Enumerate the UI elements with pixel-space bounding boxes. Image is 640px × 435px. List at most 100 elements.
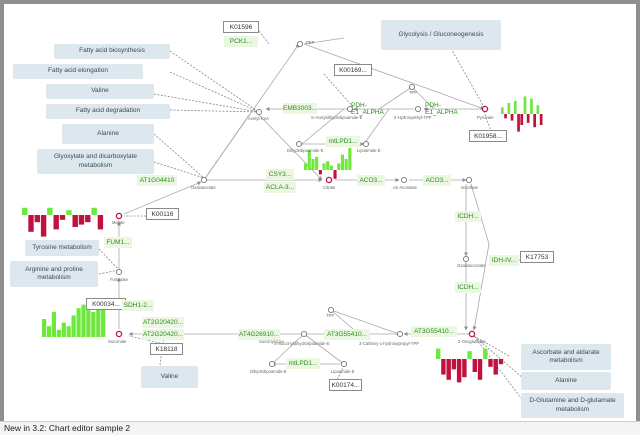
expression-bar (97, 215, 104, 230)
cpd-citrate-node[interactable] (325, 176, 333, 184)
gene-mtlpd1-top[interactable]: mtLPD1... (326, 136, 360, 147)
cpd-succinate-node[interactable] (115, 330, 123, 338)
compound-label-s-succinyl: S-Succinyldihydrolipoamide-E (274, 341, 330, 346)
gene-pdh-e1-alpha-b[interactable]: PDH-E1_ALPHA (425, 101, 458, 116)
cpd-lipoamide-top-node[interactable] (362, 140, 370, 148)
expression-bar (66, 210, 72, 215)
pathway-alanine-right[interactable]: Alanine (521, 372, 611, 390)
cpd-oxaloacetate-node[interactable] (200, 176, 208, 184)
gene-at2g20420-b[interactable]: AT2G20420... (142, 329, 184, 340)
expression-bar (47, 207, 53, 215)
expression-bar (51, 311, 56, 337)
gene-emb3003[interactable]: EMB3003... (283, 103, 317, 114)
gene-csy3[interactable]: CSY3... (266, 169, 294, 180)
expression-bar (520, 114, 524, 125)
expression-bar (71, 315, 76, 337)
compound-label-oxalosuccinate: Oxalosuccinate (457, 263, 486, 268)
expression-bar (507, 103, 511, 114)
gene-icdh-a[interactable]: ICDH... (455, 211, 481, 222)
ko-k00169[interactable]: K00169... (334, 64, 372, 76)
cpd-acetyl-coa-node[interactable] (255, 108, 263, 116)
compound-label-oxoglutarate: 2-Oxoglutarate (458, 339, 486, 344)
gene-fum1[interactable]: FUM1... (104, 237, 132, 248)
gene-at4g26910[interactable]: AT4G26910... (238, 329, 280, 340)
expression-bar (533, 114, 536, 128)
ko-k01596[interactable]: K01596 (223, 21, 259, 33)
gene-sdh1-2[interactable]: SDH1-2... (122, 300, 154, 311)
gene-at1g04410[interactable]: AT1G04410 (137, 175, 177, 186)
expression-bar (311, 159, 315, 170)
cpd-oxalosuccinate-node[interactable] (462, 255, 470, 263)
pathway-arginine[interactable]: Arginine and proline metabolism (10, 261, 98, 287)
pathway-fa-elongation[interactable]: Fatty acid elongation (13, 64, 143, 79)
caption-text: New in 3.2: Chart editor sample 2 (4, 423, 131, 433)
expression-bar (501, 107, 504, 114)
expression-bar (101, 304, 106, 337)
pathway-glycolysis[interactable]: Glycolysis / Gluconeogenesis (381, 20, 501, 50)
expression-bar (441, 359, 446, 375)
cpd-carboxy-tpp-node[interactable] (396, 330, 404, 338)
compound-label-isocitrate: Isocitrate (461, 185, 478, 190)
cpd-tpp-node[interactable] (408, 83, 416, 91)
pathway-glutamine[interactable]: D-Glutamine and D-glutamate metabolism (521, 393, 624, 418)
compound-label-pep: PEP (306, 40, 315, 45)
expression-bar (326, 161, 330, 170)
cpd-pyruvate-node[interactable] (481, 105, 489, 113)
gene-aco3-a[interactable]: ACO3... (357, 175, 385, 186)
cpd-oxoglutarate-node[interactable] (468, 330, 476, 338)
pathway-glyoxylate[interactable]: Glyoxylate and dicarboxylate metabolism (37, 149, 154, 174)
ko-k01958[interactable]: K01958... (469, 130, 507, 142)
cpd-cis-aconitate-node[interactable] (400, 176, 408, 184)
cpd-s-succinyl-node[interactable] (300, 330, 308, 338)
ko-k17753[interactable]: K17753 (520, 251, 554, 263)
gene-idh-iv[interactable]: IDH-IV... (489, 255, 519, 266)
expression-bar (91, 207, 97, 215)
expression-bar (462, 359, 467, 378)
cpd-fumarate-node[interactable] (115, 268, 123, 276)
gene-icdh-b[interactable]: ICDH... (455, 282, 481, 293)
ko-k00034[interactable]: K00034... (86, 298, 126, 310)
cpd-s-acetyl-node[interactable] (346, 105, 354, 113)
gene-mtlpd1-bottom[interactable]: mtLPD1... (286, 358, 320, 369)
pathway-fa-biosynthesis[interactable]: Fatty acid biosynthesis (54, 44, 170, 59)
expression-bar (76, 308, 81, 337)
cpd-hydroxyethyl-tpp-node[interactable] (414, 105, 422, 113)
expression-bar (530, 98, 533, 114)
pathway-valine-top[interactable]: Valine (46, 84, 154, 99)
expression-bar (483, 348, 488, 359)
cpd-isocitrate-node[interactable] (465, 176, 473, 184)
ko-k00116[interactable]: K00116 (146, 208, 179, 220)
cpd-pep-node[interactable] (296, 40, 304, 48)
expression-bar (451, 359, 457, 370)
pathway-ascorbate[interactable]: Ascorbate and aldarate metabolism (521, 344, 611, 370)
compound-label-cis-aconitate: cis-Aconitate (393, 185, 417, 190)
compound-label-succinate: Succinate (108, 339, 127, 344)
gene-at3g55410-a[interactable]: AT3G55410... (324, 329, 370, 340)
pathway-tyrosine[interactable]: Tyrosine metabolism (25, 240, 99, 256)
expression-bar (322, 163, 326, 170)
cpd-dihydrolipoamide-top-node[interactable] (295, 140, 303, 148)
gene-aco3-b[interactable]: ACO3... (423, 175, 451, 186)
cpd-lipoamide-bottom-node[interactable] (340, 360, 348, 368)
pathway-fa-degradation[interactable]: Fatty acid degradation (46, 104, 170, 119)
cpd-dihydrolipoamide-bottom-node[interactable] (268, 360, 276, 368)
cpd-malate-node[interactable] (115, 212, 123, 220)
pathway-canvas[interactable]: Fatty acid biosynthesis Fatty acid elong… (4, 4, 636, 421)
pathway-alanine-left[interactable]: Alanine (62, 124, 154, 144)
gene-acla3[interactable]: ACLA-3... (264, 182, 296, 193)
expression-bar (539, 114, 543, 125)
expression-bar (446, 359, 451, 380)
gene-pck1[interactable]: PCK1... (224, 36, 258, 47)
gene-pdh-e1-alpha-a[interactable]: PDH-E1_ALPHA (351, 101, 384, 116)
expression-bar (34, 215, 40, 223)
expression-bar (344, 159, 348, 170)
expression-bar (472, 359, 477, 372)
pathway-valine-bottom[interactable]: Valine (141, 366, 198, 388)
ko-k00174[interactable]: K00174... (329, 379, 362, 391)
cpd-tpp-bottom-node[interactable] (327, 306, 335, 314)
gene-at2g20420-a[interactable]: AT2G20420... (142, 317, 184, 328)
expression-bar (85, 215, 91, 223)
ko-k18118[interactable]: K18118 (150, 343, 183, 355)
gene-at3g55410-b[interactable]: AT3G55410... (411, 326, 457, 337)
expression-bar (493, 359, 498, 375)
